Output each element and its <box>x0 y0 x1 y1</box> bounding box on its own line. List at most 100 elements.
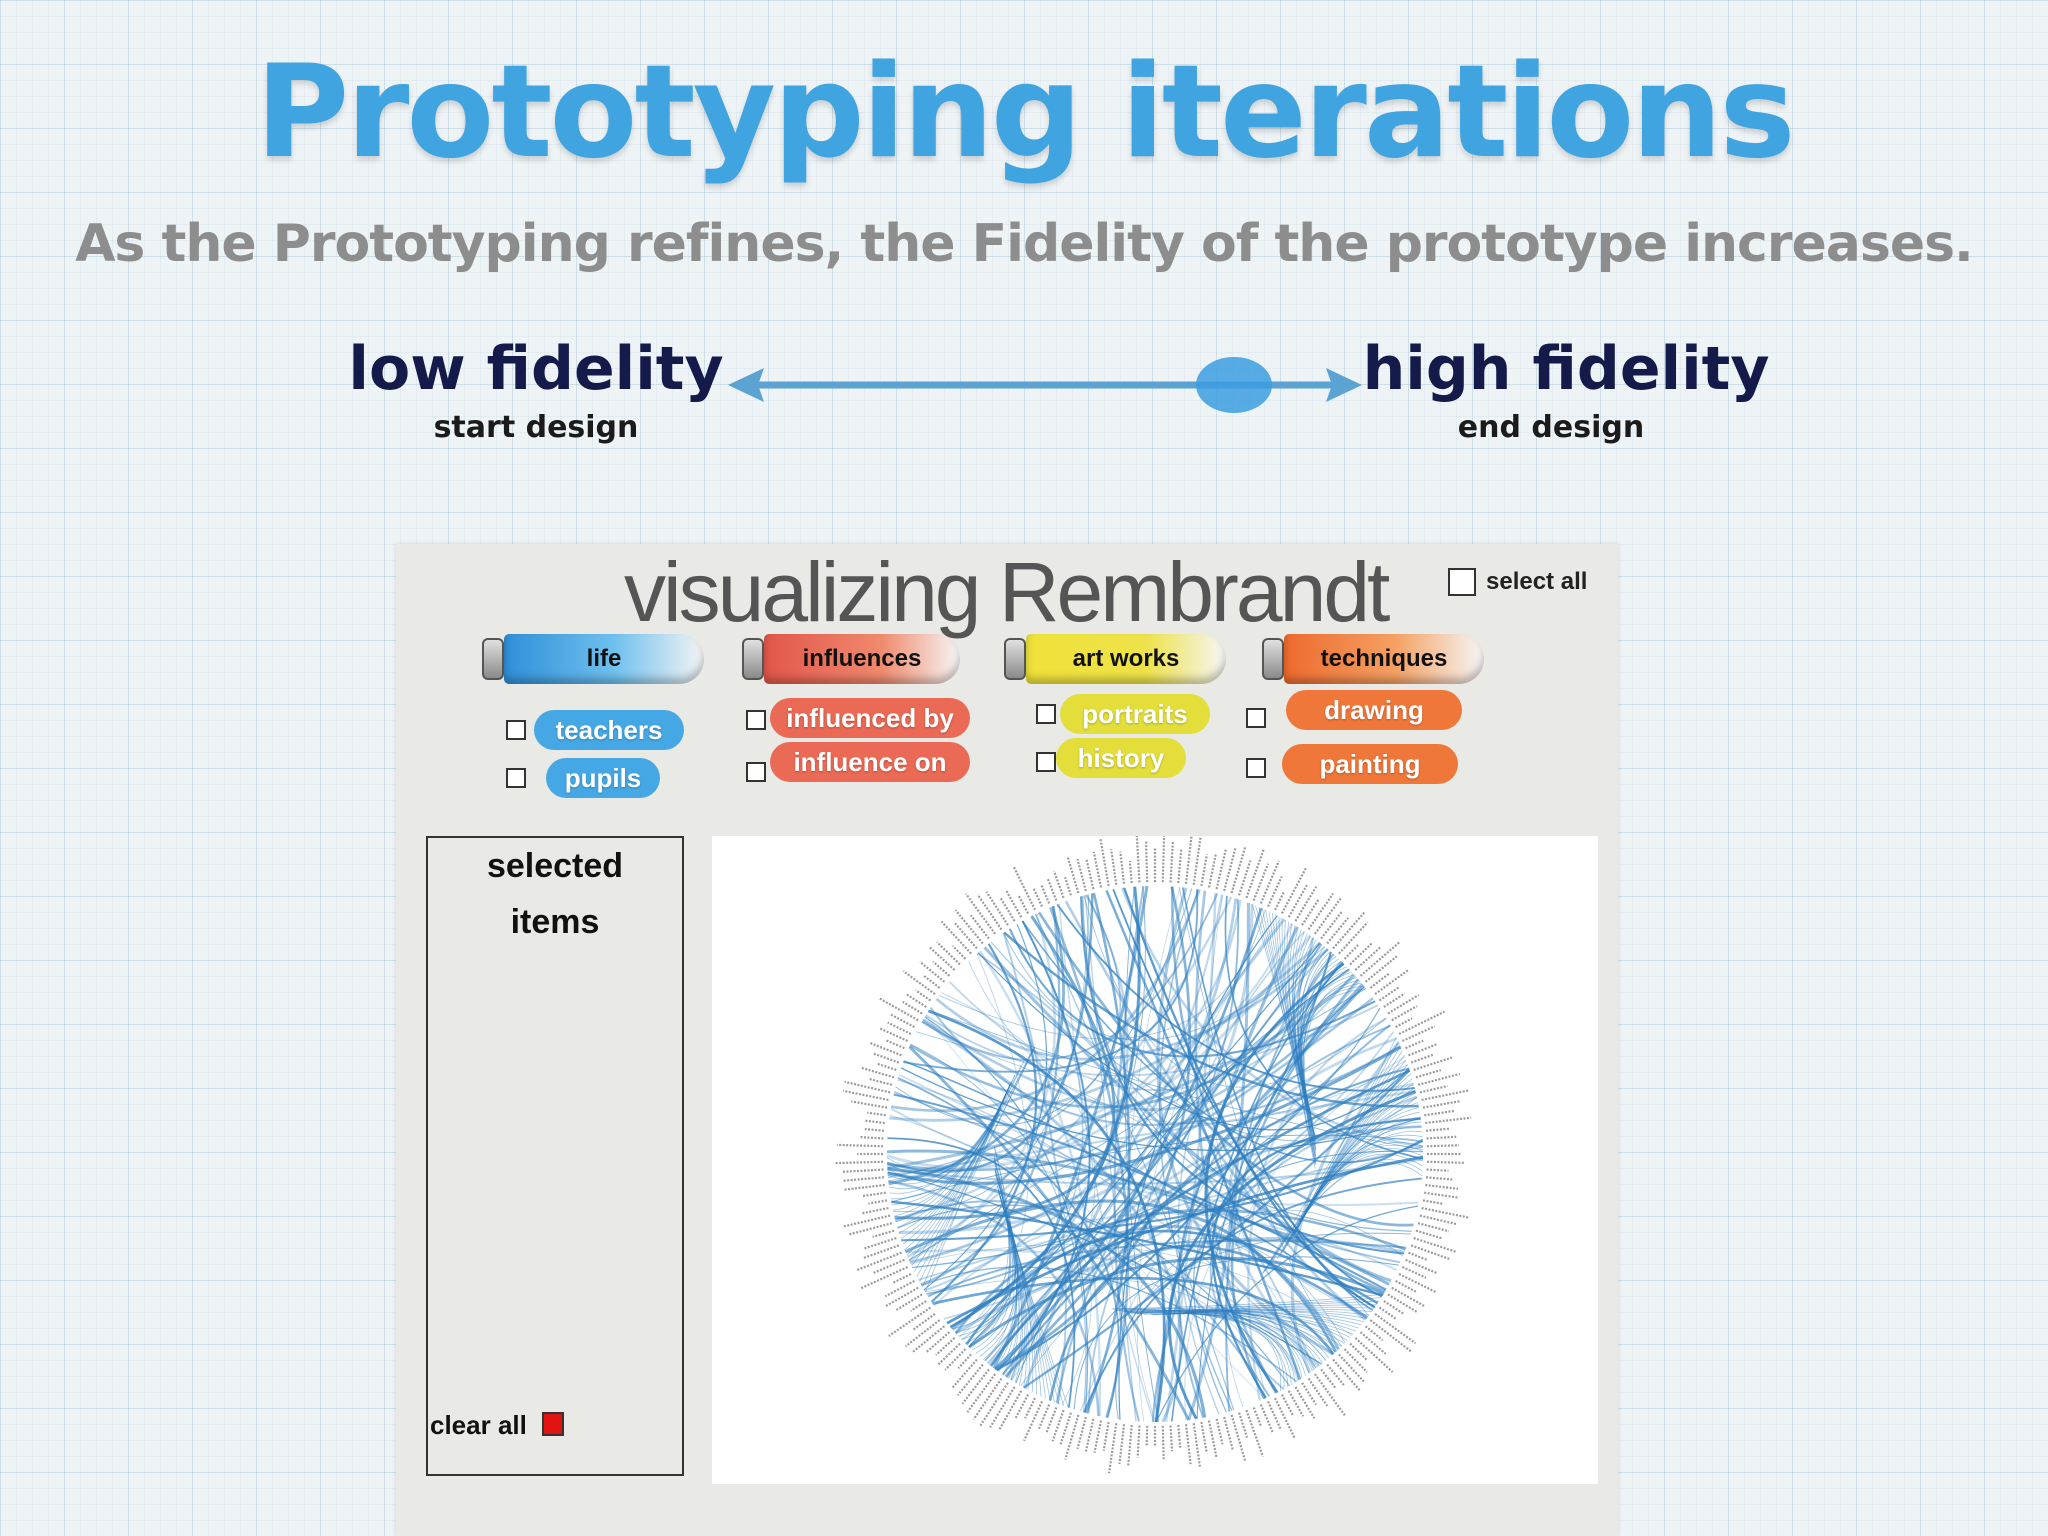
node-label-mark <box>1410 1244 1450 1261</box>
node-label-mark <box>1252 863 1270 901</box>
node-label-mark <box>848 1222 893 1236</box>
edge-curve <box>968 1256 1385 1349</box>
node-label-mark <box>951 945 967 960</box>
clear-all-button[interactable] <box>542 1412 564 1436</box>
edge-fan-curve <box>1271 913 1315 1135</box>
edge-fan-curve <box>1298 948 1329 1115</box>
edge-curve <box>954 1208 1406 1334</box>
edge-fan-curve <box>1265 909 1316 1165</box>
option-drawing[interactable]: drawing <box>1286 690 1462 730</box>
category-label: influences <box>802 645 922 672</box>
edge-fan-curve <box>1117 1300 1379 1311</box>
edge-fan-curve <box>1304 1041 1399 1213</box>
edge-curve <box>894 915 1116 1220</box>
node-label-mark <box>842 1183 885 1191</box>
edge-fan-curve <box>888 1081 1012 1189</box>
node-label-mark <box>1320 910 1344 940</box>
edge-curve <box>1048 906 1129 1418</box>
node-label-mark <box>879 1027 909 1043</box>
node-label-mark <box>1398 1010 1446 1035</box>
edge-curve <box>1087 948 1329 1414</box>
edge-fan-curve <box>1151 1308 1372 1316</box>
node-label-mark <box>1364 955 1398 983</box>
option-history[interactable]: history <box>1056 738 1186 778</box>
edge-fan-curve <box>894 1074 1016 1217</box>
node-label-mark <box>1032 887 1044 908</box>
influence-on-checkbox[interactable] <box>746 762 766 782</box>
node-label-mark <box>1266 1400 1282 1430</box>
node-label-mark <box>1426 1160 1464 1164</box>
edge-fan-curve <box>1175 1312 1303 1379</box>
node-label-mark <box>1359 941 1401 977</box>
edge-bundle-graph <box>835 833 1472 1474</box>
influenced-by-checkbox[interactable] <box>746 710 766 730</box>
portraits-checkbox[interactable] <box>1036 704 1056 724</box>
edge-fan-curve <box>1304 1037 1397 1213</box>
history-checkbox[interactable] <box>1036 752 1056 772</box>
edge-fan-curve <box>1134 1304 1377 1314</box>
selected-items-title: selected items <box>486 847 624 941</box>
edge-fan-curve <box>1128 1310 1362 1326</box>
category-techniques[interactable]: techniques <box>1262 634 1484 684</box>
edge-fan-curve <box>1303 1106 1420 1216</box>
node-label-mark <box>1415 1069 1442 1079</box>
edge-curve <box>925 1276 1266 1399</box>
edge-curve <box>925 1004 1379 1077</box>
edge-curve <box>1121 887 1424 1149</box>
edge-fan-curve <box>1267 1116 1421 1269</box>
edge-curve <box>1156 887 1335 1356</box>
node-label-mark <box>1108 1423 1118 1474</box>
category-life[interactable]: life <box>482 634 704 684</box>
node-label-mark <box>864 1119 885 1125</box>
category-influences[interactable]: influences <box>742 634 960 684</box>
option-influenced-by[interactable]: influenced by <box>770 698 970 738</box>
techniques-tube: techniques <box>1284 634 1484 684</box>
edge-curve <box>929 1007 1401 1126</box>
node-label-mark <box>895 1293 923 1312</box>
life-tube: life <box>504 634 704 684</box>
node-label-mark <box>1259 860 1280 904</box>
option-painting[interactable]: painting <box>1282 744 1458 784</box>
node-label-mark <box>1085 858 1095 890</box>
edge-fan-curve <box>1000 1200 1060 1405</box>
edge-fan-curve <box>1123 1310 1345 1344</box>
edge-fan-curve <box>1304 1138 1423 1214</box>
edge-fan-curve <box>994 1168 1018 1372</box>
teachers-checkbox[interactable] <box>506 720 526 740</box>
edge-fan-curve <box>1286 1050 1403 1247</box>
painting-checkbox[interactable] <box>1246 758 1266 778</box>
select-all-checkbox[interactable] <box>1448 568 1476 596</box>
edge-fan-curve <box>1130 1297 1382 1314</box>
node-label-mark <box>1417 1072 1461 1086</box>
node-label-mark <box>966 1373 997 1413</box>
edge-curve <box>935 948 1329 1061</box>
option-portraits[interactable]: portraits <box>1060 694 1210 734</box>
edge-fan-curve <box>1111 1293 1384 1310</box>
fidelity-marker[interactable] <box>1196 357 1272 413</box>
edge-curve <box>925 1015 1265 1399</box>
edge-fan-curve <box>1300 1126 1422 1221</box>
edge-curve <box>1227 1037 1398 1368</box>
node-label-mark <box>1391 1286 1425 1307</box>
node-label-mark <box>1395 1017 1413 1029</box>
category-art-works[interactable]: art works <box>1004 634 1226 684</box>
pupils-checkbox[interactable] <box>506 768 526 788</box>
edge-fan-curve <box>1292 929 1317 1156</box>
clear-all-label[interactable]: clear all <box>430 1410 527 1440</box>
edge-fan-curve <box>1299 1150 1424 1224</box>
option-teachers[interactable]: teachers <box>534 710 684 750</box>
option-pupils[interactable]: pupils <box>546 758 660 798</box>
drawing-checkbox[interactable] <box>1246 708 1266 728</box>
edge-curve <box>1193 1150 1424 1413</box>
node-label-mark <box>1359 1331 1387 1355</box>
node-label-mark <box>1349 942 1373 966</box>
node-label-mark <box>1192 836 1202 885</box>
node-label-mark <box>904 1319 941 1348</box>
node-label-mark <box>1417 1222 1450 1233</box>
edge-fan-curve <box>1299 1142 1424 1225</box>
edge-fan-curve <box>890 1093 1007 1200</box>
edge-curve <box>1155 926 1299 1423</box>
edge-fan-curve <box>1184 1309 1365 1323</box>
selected-items-panel: selected items clear all <box>426 836 684 1476</box>
option-influence-on[interactable]: influence on <box>770 742 970 782</box>
